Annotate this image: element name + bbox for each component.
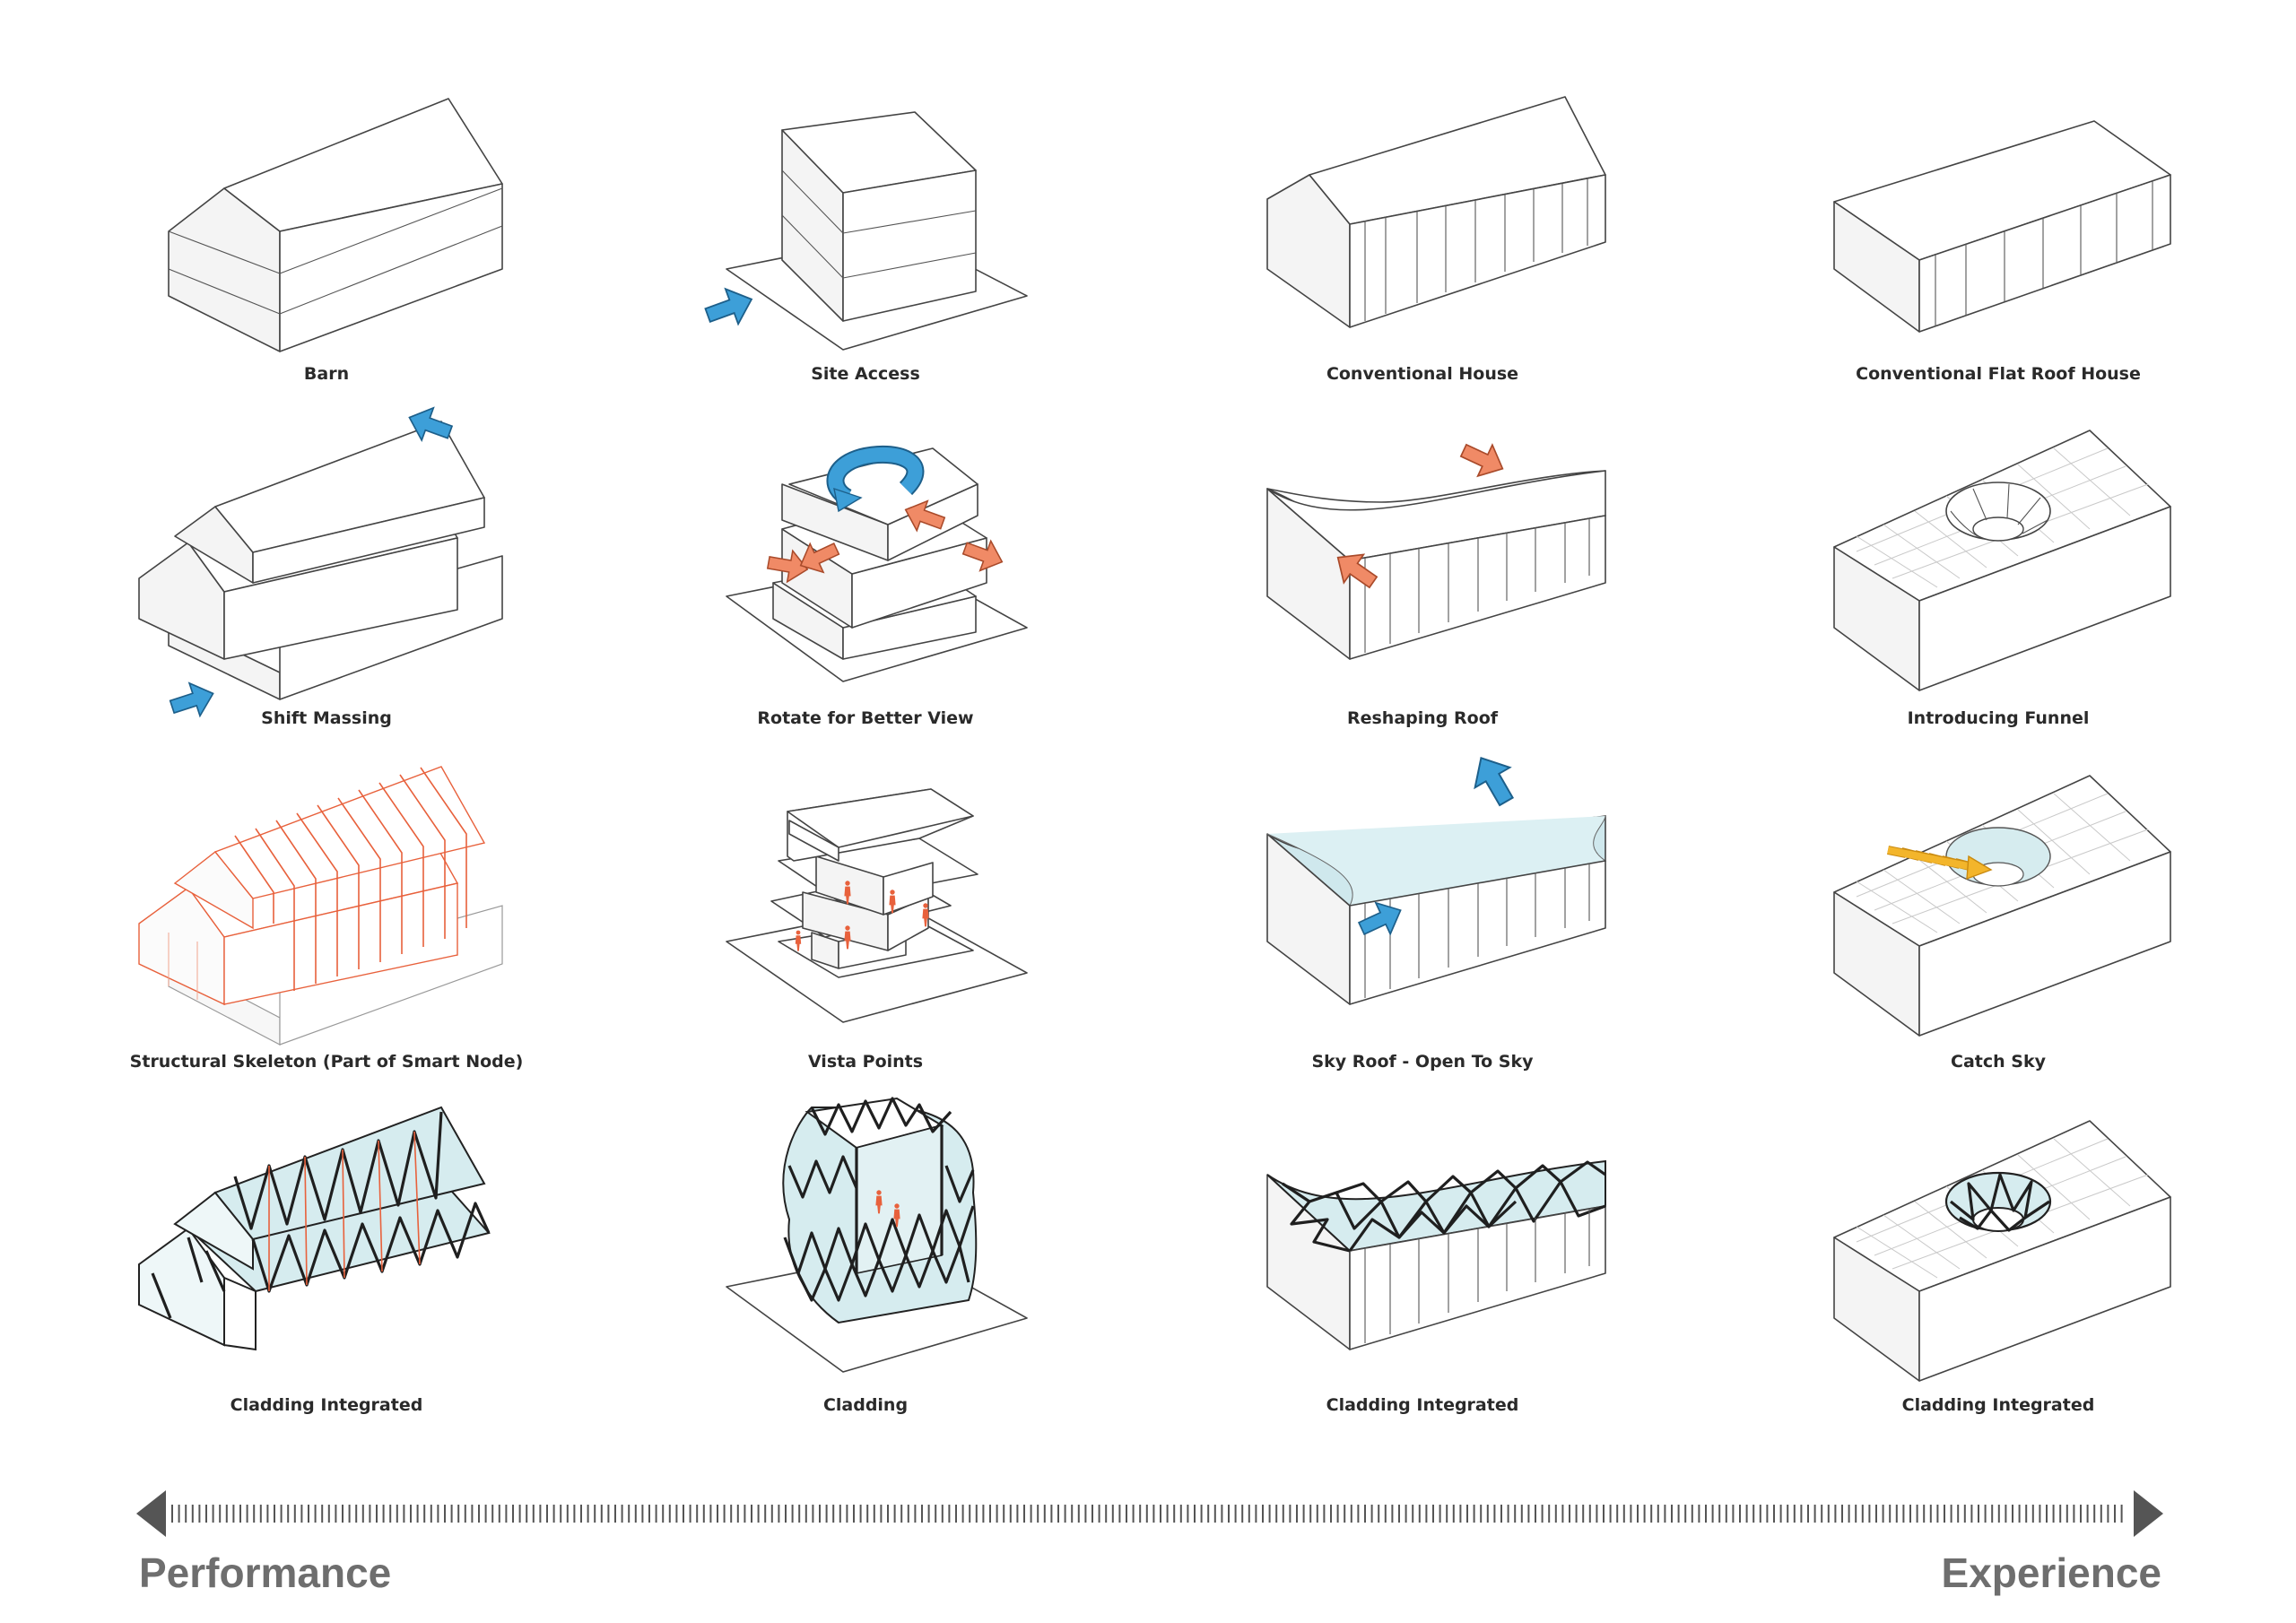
label-conventional-house: Conventional House (1326, 364, 1518, 384)
reshaping-roof-diagram (1266, 434, 1606, 660)
sky-roof-diagram (1266, 747, 1607, 1005)
label-barn: Barn (304, 364, 349, 384)
label-cladding: Cladding (823, 1395, 908, 1415)
site-access-diagram (700, 111, 1028, 351)
left-arrowhead-icon (136, 1490, 166, 1537)
cladding-integrated-barn-diagram (138, 1106, 491, 1351)
cladding-integrated-house-diagram (1266, 1159, 1606, 1350)
label-rotate-view: Rotate for Better View (757, 708, 973, 728)
vista-points-diagram (726, 788, 1028, 1023)
shift-massing-diagram (138, 400, 503, 725)
rotate-view-diagram (726, 446, 1028, 682)
performance-label: Performance (139, 1549, 391, 1596)
label-sky-roof: Sky Roof - Open To Sky (1311, 1052, 1534, 1072)
scale-ticks (171, 1505, 2123, 1523)
experience-label: Experience (1942, 1549, 2161, 1596)
label-site-access: Site Access (811, 364, 920, 384)
introducing-funnel-diagram (1833, 430, 2171, 691)
performance-experience-scale (136, 1490, 2163, 1537)
label-structural-skeleton: Structural Skeleton (Part of Smart Node) (130, 1052, 524, 1072)
label-flat-roof-house: Conventional Flat Roof House (1856, 364, 2141, 384)
barn-diagram (168, 98, 503, 352)
label-cladding-integrated-3: Cladding Integrated (1326, 1395, 1519, 1415)
cladding-tower-diagram (726, 1097, 1028, 1373)
label-shift-massing: Shift Massing (261, 708, 392, 728)
catch-sky-diagram (1833, 775, 2171, 1037)
flat-roof-house-diagram (1833, 120, 2171, 333)
label-cladding-integrated-4: Cladding Integrated (1902, 1395, 2095, 1415)
label-catch-sky: Catch Sky (1951, 1052, 2047, 1072)
label-reshaping-roof: Reshaping Roof (1347, 708, 1499, 728)
conventional-house-diagram (1266, 96, 1606, 328)
label-cladding-integrated-1: Cladding Integrated (230, 1395, 423, 1415)
label-vista-points: Vista Points (808, 1052, 923, 1072)
label-introducing-funnel: Introducing Funnel (1908, 708, 2090, 728)
right-arrowhead-icon (2134, 1490, 2163, 1537)
structural-skeleton-diagram (138, 766, 503, 1046)
cladding-integrated-funnel-diagram (1833, 1120, 2171, 1382)
